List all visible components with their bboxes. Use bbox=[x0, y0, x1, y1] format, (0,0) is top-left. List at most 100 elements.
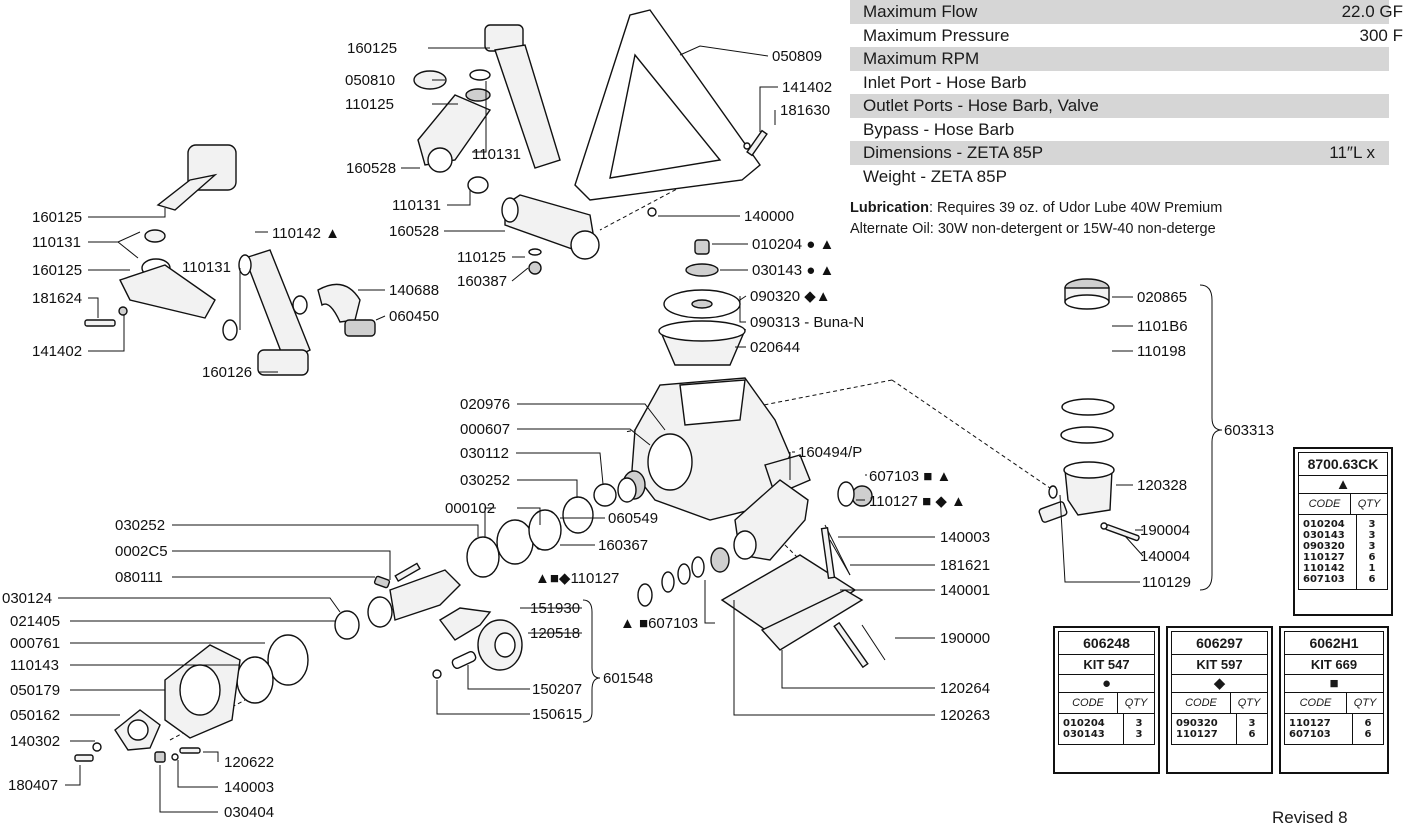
spec-label: Maximum Pressure bbox=[863, 25, 1010, 45]
revised-note: Revised 8 bbox=[1272, 808, 1348, 827]
spec-value: 300 F bbox=[1359, 25, 1403, 45]
part-label: ▲■◆110127 bbox=[535, 570, 619, 587]
part-label: 150615 bbox=[532, 706, 582, 723]
kit-code: 8700.63CK bbox=[1299, 453, 1387, 476]
part-label: 190000 bbox=[940, 630, 990, 647]
manifold-middle-illustration bbox=[501, 194, 657, 275]
part-label: 160528 bbox=[346, 160, 396, 177]
part-label: 141402 bbox=[32, 343, 82, 360]
part-label: 021405 bbox=[10, 613, 60, 630]
spec-label: Maximum RPM bbox=[863, 49, 980, 68]
part-label: 181621 bbox=[940, 557, 990, 574]
part-label: 060450 bbox=[389, 308, 439, 325]
part-label: 090320 ◆▲ bbox=[750, 288, 831, 305]
spec-row: Bypass - Hose Barb bbox=[850, 118, 1389, 142]
part-label: 110129 bbox=[1142, 574, 1191, 591]
col-qty: QTY bbox=[1357, 498, 1381, 510]
cover-160494p-illustration bbox=[637, 479, 873, 607]
spec-row: Maximum RPM bbox=[850, 47, 1389, 71]
part-label: 030252 bbox=[460, 472, 510, 489]
leader-lines bbox=[58, 45, 1144, 813]
lubrication-label: Lubrication bbox=[850, 200, 929, 216]
part-label: 140001 bbox=[940, 582, 990, 599]
part-label: 020644 bbox=[750, 339, 800, 356]
kit-qtys: 3 3 3 6 1 6 bbox=[1368, 519, 1376, 585]
spec-row: Maximum Flow 22.0 GF bbox=[850, 0, 1403, 24]
part-label: 110131 bbox=[392, 197, 441, 214]
part-label: 120328 bbox=[1137, 477, 1187, 494]
part-label: 141402 bbox=[782, 79, 832, 96]
part-label: 150207 bbox=[532, 681, 582, 698]
group-brackets bbox=[582, 284, 1223, 723]
spec-value: 22.0 GF bbox=[1341, 2, 1403, 21]
kit-codes: 010204 030143 090320 110127 110142 60710… bbox=[1299, 515, 1357, 589]
part-label: 140003 bbox=[224, 779, 274, 796]
part-label: 030124 bbox=[2, 590, 52, 607]
part-label: 050810 bbox=[345, 72, 395, 89]
part-label: 160126 bbox=[202, 364, 252, 381]
kit-code: 606297 bbox=[1172, 632, 1267, 655]
part-label: 110125 bbox=[457, 249, 506, 266]
crankshaft-illustration bbox=[334, 477, 637, 640]
spec-label: Bypass - Hose Barb bbox=[863, 119, 1015, 139]
kit-codes: 010204 030143 bbox=[1059, 714, 1124, 744]
part-label: 181624 bbox=[32, 290, 82, 307]
col-code: CODE bbox=[1172, 693, 1231, 713]
triangle-icon: ▲ bbox=[1299, 476, 1387, 494]
part-label: 181630 bbox=[780, 102, 830, 119]
frame-050809-illustration bbox=[574, 9, 761, 201]
part-label: 010204 ● ▲ bbox=[752, 236, 834, 253]
kit-subtitle: KIT 547 bbox=[1059, 655, 1154, 675]
rear-cover-illustration bbox=[74, 634, 309, 763]
part-label: 030252 bbox=[115, 517, 165, 534]
part-label: 080111 bbox=[115, 569, 163, 586]
part-label: 110131 bbox=[32, 234, 81, 251]
part-label: 120518 bbox=[530, 625, 580, 642]
part-label: 110131 bbox=[472, 146, 521, 163]
part-label: 120263 bbox=[940, 707, 990, 724]
kit-code: 6062H1 bbox=[1285, 632, 1383, 655]
part-label: 060549 bbox=[608, 510, 658, 527]
part-label: 0002C5 bbox=[115, 543, 168, 560]
spec-row: Weight - ZETA 85P bbox=[850, 165, 1389, 189]
kit-qtys: 3 3 bbox=[1135, 718, 1143, 740]
part-label: 000761 bbox=[10, 635, 60, 652]
col-qty: QTY bbox=[1353, 697, 1377, 709]
manifold-left-lower-illustration bbox=[222, 249, 376, 376]
part-label: 180407 bbox=[8, 777, 58, 794]
part-label: 110125 bbox=[345, 96, 394, 113]
part-label: 140688 bbox=[389, 282, 439, 299]
part-label: 160125 bbox=[32, 209, 82, 226]
kit-body: 010204 030143 090320 110127 110142 60710… bbox=[1299, 515, 1387, 589]
kit-qtys: 3 6 bbox=[1248, 718, 1256, 740]
part-label: 160125 bbox=[32, 262, 82, 279]
spec-label: Maximum Flow bbox=[863, 2, 978, 21]
circle-icon: ● bbox=[1059, 675, 1154, 693]
part-label: 030404 bbox=[224, 804, 274, 821]
part-label: 110127 ■ ◆ ▲ bbox=[869, 493, 966, 510]
part-label: 603313 bbox=[1224, 422, 1274, 439]
part-labels: 160125 050810 110125 160528 110131 11013… bbox=[2, 40, 1274, 821]
part-label: 160528 bbox=[389, 223, 439, 240]
spec-label: Dimensions - ZETA 85P bbox=[863, 143, 1044, 162]
spec-value: 11″L x bbox=[1329, 143, 1375, 162]
part-label: 160387 bbox=[457, 273, 507, 290]
part-label: 120622 bbox=[224, 754, 274, 771]
spec-row: Outlet Ports - Hose Barb, Valve bbox=[850, 94, 1389, 118]
part-label: 140302 bbox=[10, 733, 60, 750]
part-label: 160125 bbox=[347, 40, 397, 57]
diamond-icon: ◆ bbox=[1172, 675, 1267, 693]
spec-row: Dimensions - ZETA 85P 11″L x bbox=[850, 141, 1389, 165]
kit-code: 606248 bbox=[1059, 632, 1154, 655]
col-code: CODE bbox=[1285, 693, 1347, 713]
bolts-illustration bbox=[394, 129, 869, 669]
oil-reservoir-illustration bbox=[1038, 278, 1140, 542]
manifold-left-illustration bbox=[84, 144, 237, 327]
part-label: 160367 bbox=[598, 537, 648, 554]
spec-row: Maximum Pressure 300 F bbox=[850, 24, 1403, 48]
part-label: 120264 bbox=[940, 680, 990, 697]
